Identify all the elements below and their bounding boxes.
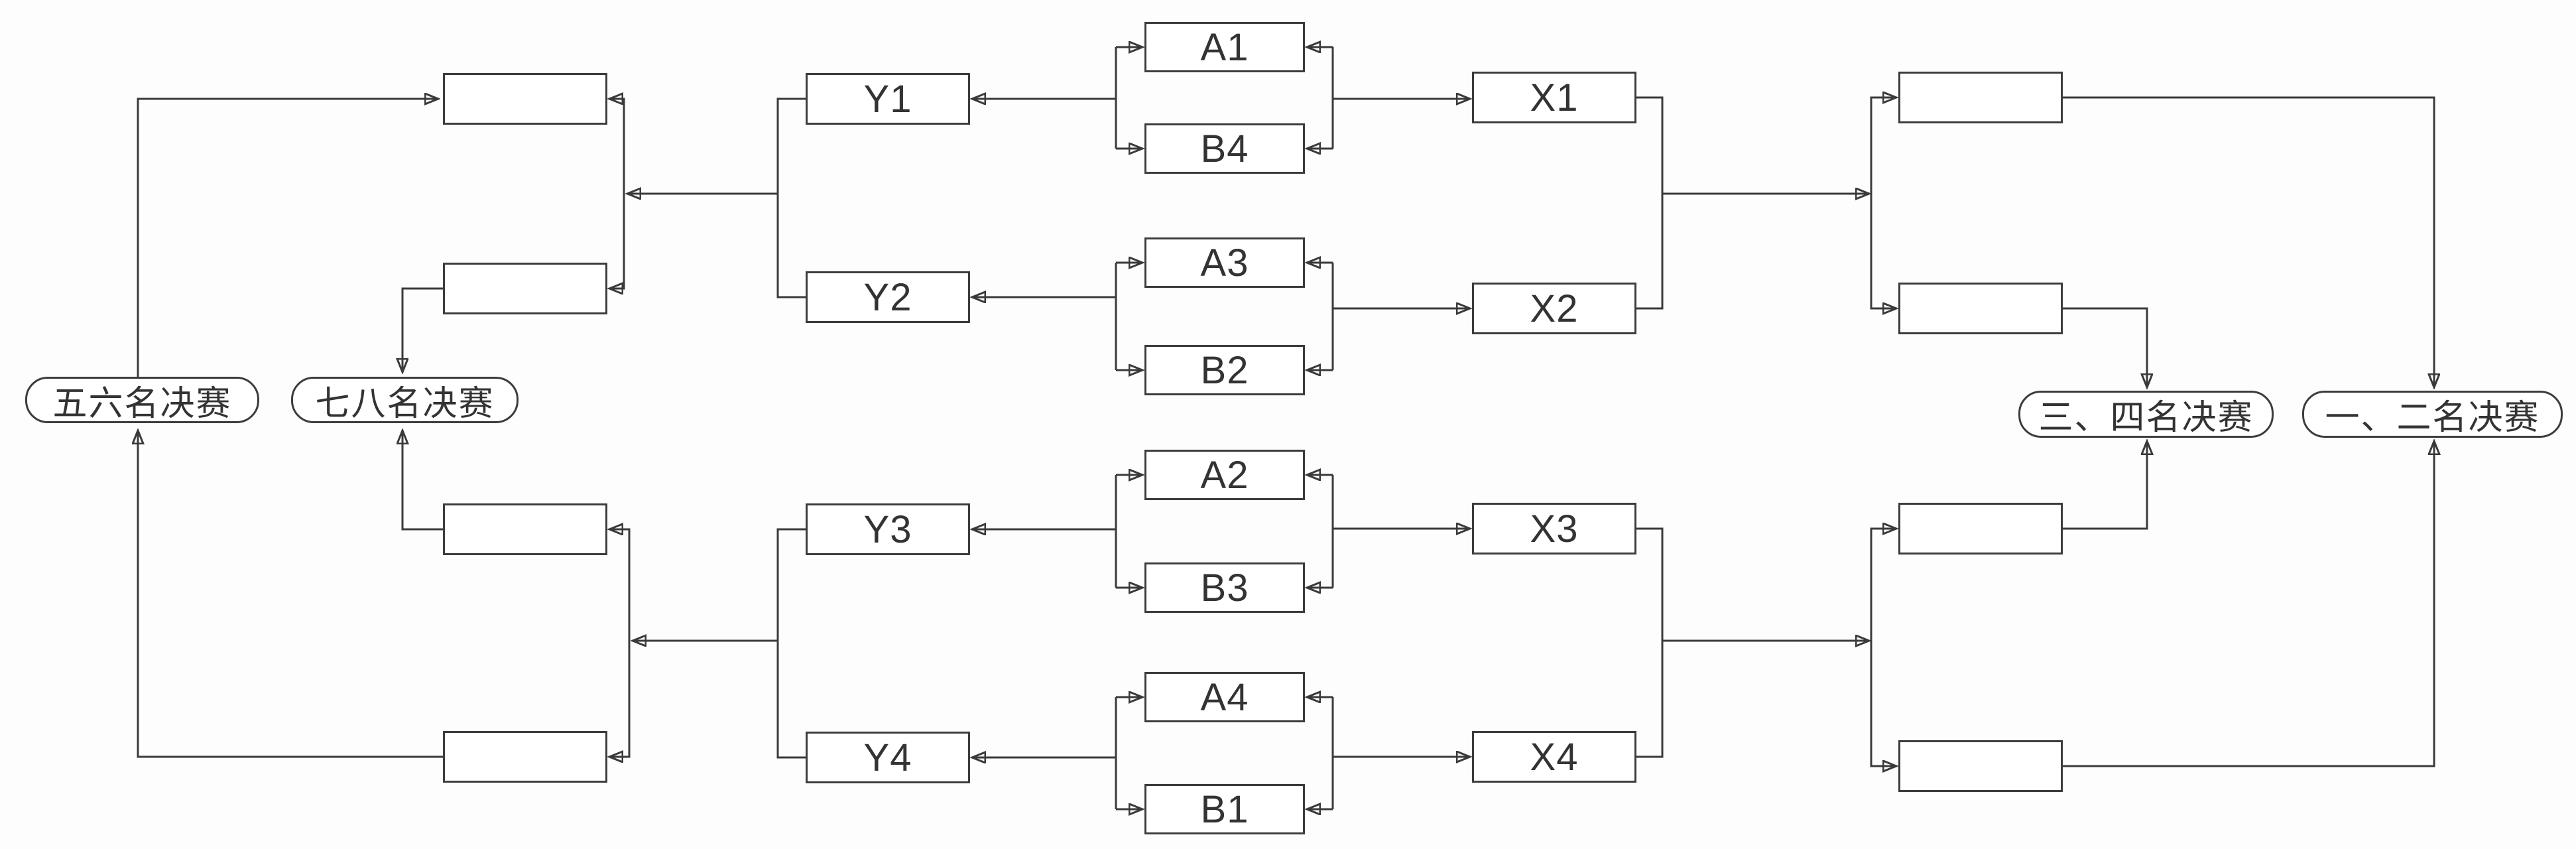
winner-box-x3: X3 (1472, 503, 1636, 555)
line-semislot4-to-final12 (2063, 442, 2434, 767)
line-split-to-slot3 (610, 529, 631, 641)
line-split-to-slot1 (610, 99, 625, 194)
seed-box-a2: A2 (1144, 450, 1305, 500)
loser-box-y2: Y2 (806, 271, 970, 323)
slot-box-56-bottom (443, 731, 607, 783)
line-slot2-to-final78 (402, 287, 443, 371)
seed-box-a1: A1 (1144, 22, 1305, 72)
line-split-to-semislot1 (1870, 98, 1896, 194)
seed-box-b3: B3 (1144, 562, 1305, 613)
winner-box-x2: X2 (1472, 283, 1636, 334)
line-split-to-semislot3 (1870, 529, 1896, 641)
line-split-to-slot4 (610, 641, 631, 757)
seed-box-a3: A3 (1144, 237, 1305, 288)
line-y3-y4-bracket (776, 528, 806, 759)
line-semislot3-to-final34 (2063, 442, 2147, 530)
winner-box-x1: X1 (1472, 72, 1636, 123)
winner-box-x4: X4 (1472, 731, 1636, 783)
slot-box-34-top (1898, 283, 2063, 334)
line-x1-x2-bracket (1636, 96, 1664, 310)
line-semislot1-to-final12 (2063, 96, 2434, 387)
line-y1-y2-bracket (776, 98, 806, 298)
slot-box-78-bottom (443, 503, 607, 555)
line-split-to-semislot2 (1870, 194, 1896, 308)
final-label-1st-2nd: 一、二名决赛 (2302, 391, 2563, 438)
line-final56-to-slot1 (137, 99, 438, 377)
seed-box-a4: A4 (1144, 672, 1305, 722)
slot-box-34-bottom (1898, 503, 2063, 555)
line-semislot2-to-final34 (2063, 307, 2147, 387)
final-label-7th-8th: 七八名决赛 (291, 377, 519, 423)
slot-box-56-top (443, 73, 607, 125)
loser-box-y4: Y4 (806, 732, 970, 783)
line-split-to-semislot4 (1870, 641, 1896, 766)
final-label-5th-6th: 五六名决赛 (25, 377, 259, 423)
loser-box-y1: Y1 (806, 73, 970, 125)
slot-box-78-top (443, 263, 607, 314)
seed-box-b2: B2 (1144, 345, 1305, 395)
line-split-to-slot2 (610, 194, 625, 289)
slot-box-12-bottom (1898, 740, 2063, 792)
line-x3-x4-bracket (1636, 527, 1664, 758)
seed-box-b4: B4 (1144, 123, 1305, 174)
final-label-3rd-4th: 三、四名决赛 (2018, 391, 2274, 438)
slot-box-12-top (1898, 72, 2063, 123)
line-slot3-to-final78 (402, 431, 443, 531)
line-slot4-to-final56 (138, 431, 443, 758)
loser-box-y3: Y3 (806, 503, 970, 555)
seed-box-b1: B1 (1144, 784, 1305, 834)
